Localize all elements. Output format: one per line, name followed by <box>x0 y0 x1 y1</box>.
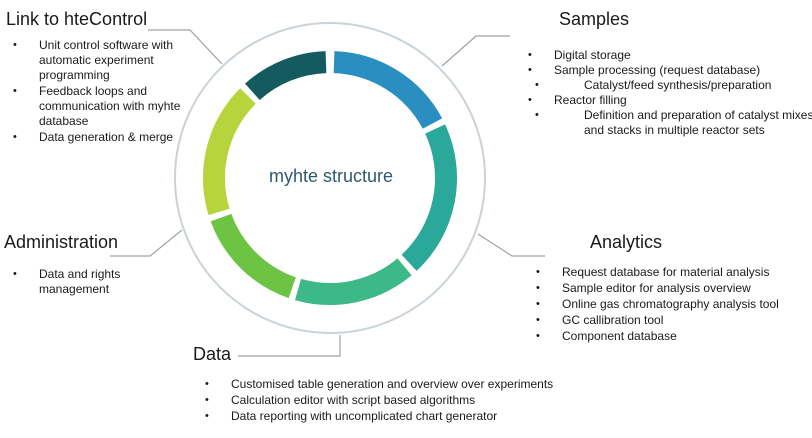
connector-analytics <box>477 233 545 257</box>
ring-segments <box>203 51 457 305</box>
list-item: Reactor filling <box>528 93 812 108</box>
connector-link <box>148 29 223 65</box>
section-data: Data Customised table generation and ove… <box>193 343 631 425</box>
center-title: myhte structure <box>268 166 394 186</box>
list-item: GC callibration tool <box>536 313 812 328</box>
connector-data <box>238 335 341 357</box>
ring-segment <box>333 51 443 129</box>
ring-segment <box>245 51 327 101</box>
section-link-to-htecontrol: Link to hteControl Unit control software… <box>6 8 189 146</box>
list-item: Digital storage <box>528 48 812 63</box>
section-title-link: Link to hteControl <box>6 9 148 29</box>
list-item: Sample editor for analysis overview <box>536 281 812 296</box>
list-item: Calculation editor with script based alg… <box>205 393 631 408</box>
list-item: Customised table generation and overview… <box>205 377 631 392</box>
analytics-items: Request database for material analysis S… <box>520 265 812 344</box>
list-item: Data generation & merge <box>13 130 189 145</box>
list-item: Component database <box>536 329 812 344</box>
section-analytics: Analytics Request database for material … <box>520 231 812 345</box>
list-item: Data reporting with uncomplicated chart … <box>205 409 631 424</box>
section-title-data: Data <box>193 344 232 364</box>
list-item: Feedback loops and communication with my… <box>13 84 189 129</box>
list-subitem: Definition and preparation of catalyst m… <box>535 108 812 138</box>
ring-segment <box>203 88 256 216</box>
section-administration: Administration Data and rights managemen… <box>4 231 189 297</box>
connector-samples <box>441 35 510 67</box>
ring-segment <box>401 124 457 271</box>
samples-items: Digital storage Sample processing (reque… <box>519 48 812 138</box>
list-item: Request database for material analysis <box>536 265 812 280</box>
list-item: Sample processing (request database) <box>528 63 812 78</box>
data-items: Customised table generation and overview… <box>193 377 631 424</box>
connector-admin <box>110 229 183 257</box>
section-title-administration: Administration <box>4 232 119 252</box>
section-samples: Samples Digital storage Sample processin… <box>519 8 812 138</box>
list-item: Data and rights management <box>13 267 149 297</box>
link-items: Unit control software with automatic exp… <box>6 38 189 145</box>
ring-segment <box>210 213 297 299</box>
section-title-samples: Samples <box>559 9 630 29</box>
ring-segment <box>294 258 412 305</box>
list-item: Unit control software with automatic exp… <box>13 38 189 83</box>
list-item: Online gas chromatography analysis tool <box>536 297 812 312</box>
outer-ring <box>174 22 486 334</box>
section-title-analytics: Analytics <box>590 232 663 252</box>
admin-items: Data and rights management <box>4 267 189 297</box>
list-subitem: Catalyst/feed synthesis/preparation <box>535 78 812 93</box>
